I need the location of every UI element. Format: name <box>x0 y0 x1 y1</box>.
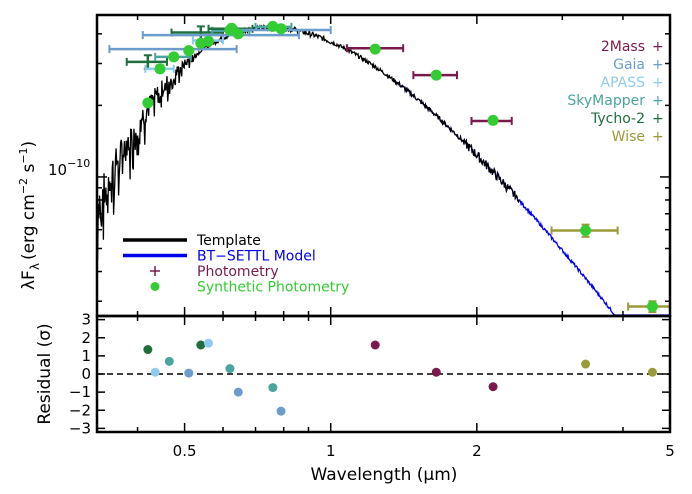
legend-survey-symbol: + <box>652 57 664 73</box>
synthetic-point-8 <box>226 22 238 34</box>
residual-y-tick-label: −1 <box>69 383 91 401</box>
photometry-errorbars <box>108 22 671 314</box>
synthetic-point-5 <box>202 35 214 47</box>
residual-y-tick-label: −3 <box>69 419 91 437</box>
synthetic-point-12 <box>430 69 442 81</box>
legend-survey-tycho-2: Tycho-2 <box>590 111 645 127</box>
legend-label-3: Synthetic Photometry <box>197 280 349 296</box>
legend-survey-symbol: + <box>652 111 664 127</box>
synthetic-point-15 <box>646 301 658 313</box>
sed-axis-ticks <box>97 15 671 316</box>
y-tick-exponent: −10 <box>67 157 90 170</box>
residual-point-14 <box>647 367 657 377</box>
legend-label-0: Template <box>196 233 261 249</box>
ylabel-close: ) <box>19 141 39 148</box>
xlabel-text: Wavelength ( <box>311 465 424 485</box>
synthetic-point-10 <box>275 23 287 35</box>
x-axis-label: Wavelength (μm) <box>311 465 458 485</box>
x-tick-label: 0.5 <box>173 442 197 460</box>
synthetic-point-3 <box>168 51 180 63</box>
residual-y-tick-label: 1 <box>81 347 91 365</box>
residual-point-10 <box>370 340 380 350</box>
legend-survey-symbol: + <box>652 93 664 109</box>
sed-plot-frame <box>95 13 672 318</box>
legend-survey-gaia: Gaia <box>613 57 645 73</box>
sed-y-axis-label: λFλ (erg cm−2 s−1) <box>17 141 42 290</box>
sed-y-tick-label: 10−10 <box>48 157 90 179</box>
residual-y-tick-label: −2 <box>69 401 91 419</box>
y-tick-base: 10 <box>48 161 67 179</box>
residual-point-4 <box>196 340 206 350</box>
legend-dot <box>150 282 160 291</box>
synthetic-point-2 <box>183 45 195 57</box>
x-tick-label: 1 <box>326 442 336 460</box>
residual-y-axis-label: Residual (σ) <box>35 323 55 424</box>
synthetic-point-13 <box>487 114 499 126</box>
synthetic-point-14 <box>580 225 592 237</box>
ylabel-exponent-1: −2 <box>17 178 30 194</box>
residual-point-7 <box>233 387 243 397</box>
ylabel-exponent-2: −1 <box>17 147 30 163</box>
synthetic-point-11 <box>369 43 381 55</box>
ylabel-lambda-f: λF <box>19 270 39 290</box>
synthetic-point-0 <box>142 97 154 109</box>
residual-point-6 <box>225 364 235 374</box>
legend-survey-symbol: + <box>652 129 664 145</box>
residual-point-9 <box>276 406 286 416</box>
xlabel-unit: m) <box>434 465 457 485</box>
legend-label-2: Photometry <box>197 264 279 280</box>
residual-point-13 <box>581 359 591 369</box>
residual-point-8 <box>268 383 278 393</box>
ylabel-subscript: λ <box>28 263 42 270</box>
legend-survey-2mass: 2Mass <box>601 39 645 55</box>
template-line <box>96 23 520 260</box>
xlabel-mu: μ <box>423 465 434 485</box>
residual-point-2 <box>164 356 174 366</box>
residual-point-11 <box>431 367 441 377</box>
ylabel-seconds: s <box>19 164 39 178</box>
x-tick-label: 5 <box>665 442 675 460</box>
synthetic-point-1 <box>154 63 166 75</box>
residual-y-tick-label: 3 <box>81 311 91 329</box>
legend-survey-symbol: + <box>652 75 664 91</box>
legend-label-1: BT−SETTL Model <box>197 249 316 265</box>
residual-point-1 <box>150 367 160 377</box>
residual-point-0 <box>143 345 153 355</box>
residual-point-12 <box>488 382 498 392</box>
spectrum-layer <box>96 23 670 316</box>
residual-y-tick-label: 0 <box>81 365 91 383</box>
legend-survey-skymapper: SkyMapper <box>567 93 645 109</box>
survey-legend: 2Mass + Gaia + APASS + SkyMapper + Tycho-2 + Wise + <box>567 39 663 145</box>
legend-survey-apass: APASS <box>601 75 646 91</box>
residual-point-5 <box>203 338 213 348</box>
synthetic-points <box>142 20 658 313</box>
legend-survey-symbol: + <box>652 39 664 55</box>
x-tick-label: 2 <box>472 442 482 460</box>
sed-panel: λFλ (erg cm−2 s−1) 10−10 2Mass + Gaia + APASS… <box>17 13 672 318</box>
residual-y-tick-label: 2 <box>81 329 91 347</box>
legend-survey-wise: Wise <box>612 129 645 145</box>
residual-points <box>143 338 657 416</box>
residual-point-3 <box>184 368 194 378</box>
ylabel-unit: (erg cm <box>19 194 39 260</box>
